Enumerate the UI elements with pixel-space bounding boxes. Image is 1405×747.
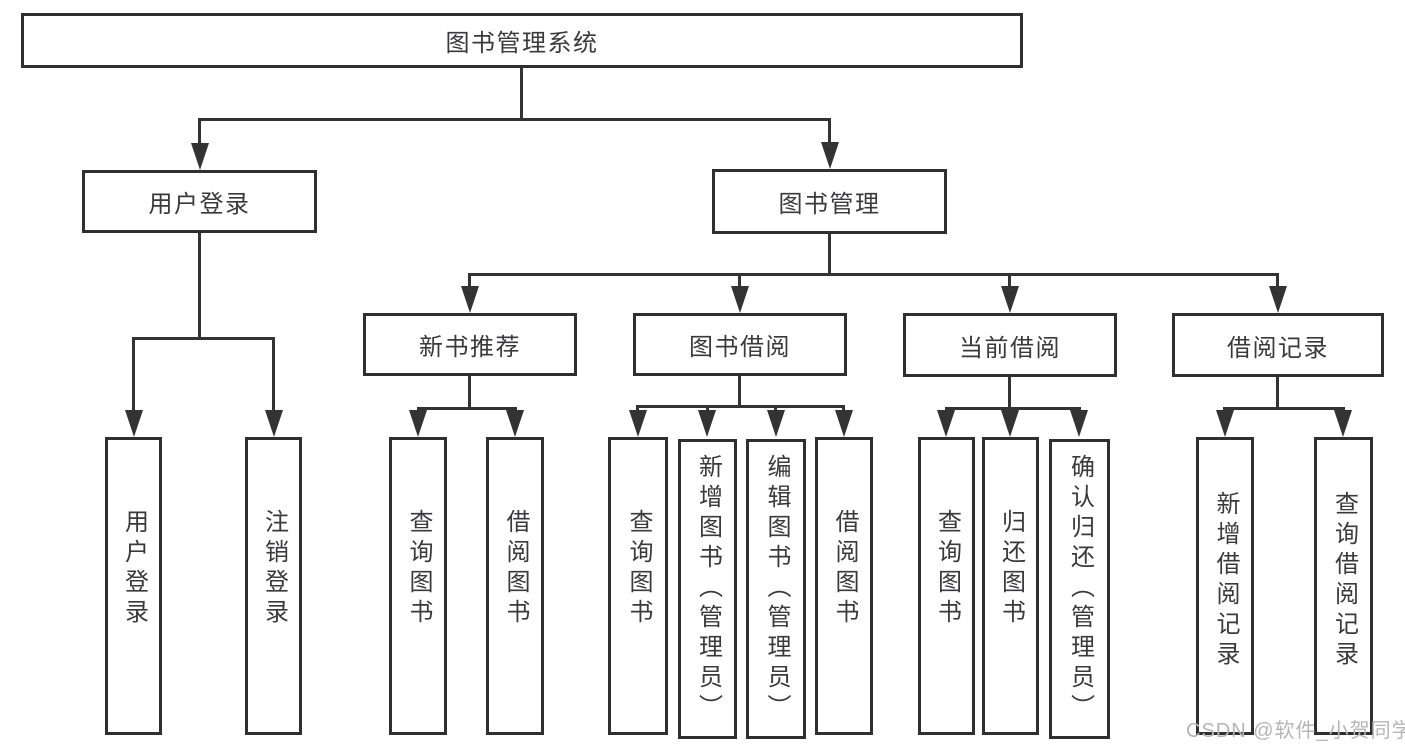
connector-vline [828, 234, 831, 276]
node-book-management: 图书管理 [712, 169, 947, 234]
arrow-down-icon [1216, 410, 1234, 437]
arrow-down-icon [1070, 410, 1088, 437]
leaf-query-borrow-record: 查询借阅记录 [1314, 437, 1373, 735]
leaf-add-book-admin: 新增图书（管理员） [678, 439, 737, 739]
arrow-down-icon [821, 142, 839, 169]
node-book-borrowing: 图书借阅 [633, 313, 847, 376]
leaf-logout: 注销登录 [245, 437, 302, 735]
connector-vline [1008, 273, 1011, 289]
leaf-user-login: 用户登录 [105, 437, 162, 735]
connector-vline [468, 376, 471, 409]
connector-vline [520, 68, 523, 118]
connector-vline [842, 405, 845, 413]
arrow-down-icon [767, 410, 785, 437]
node-current-borrowing: 当前借阅 [903, 313, 1117, 377]
connector-vline [468, 273, 471, 289]
csdn-watermark: CSDN @软件_小贺同学 [1186, 720, 1405, 742]
connector-vline [1008, 377, 1011, 407]
node-user-login: 用户登录 [82, 170, 317, 233]
leaf-add-borrow-record: 新增借阅记录 [1196, 437, 1254, 735]
leaf-query-book-recommend: 查询图书 [389, 437, 447, 735]
leaf-label: 确认归还（管理员） [1066, 454, 1094, 724]
connector-vline [738, 376, 741, 407]
leaf-label: 查询图书 [405, 509, 432, 629]
node-borrowing-records: 借阅记录 [1172, 313, 1384, 377]
node-label: 当前借阅 [959, 334, 1061, 362]
arrow-down-icon [1001, 410, 1019, 437]
leaf-edit-book-admin: 编辑图书（管理员） [746, 439, 806, 739]
connector-vline [272, 337, 275, 411]
leaf-label: 编辑图书（管理员） [763, 454, 790, 724]
arrow-down-icon [937, 410, 955, 437]
connector-hline [198, 118, 831, 121]
node-book-management-system: 图书管理系统 [21, 13, 1023, 68]
connector-vline [132, 337, 135, 411]
arrow-down-icon [461, 286, 479, 313]
connector-vline [636, 405, 639, 413]
arrow-down-icon [265, 410, 283, 437]
leaf-return-book: 归还图书 [982, 437, 1039, 735]
connector-vline [706, 405, 709, 413]
connector-vline [198, 233, 201, 340]
arrow-down-icon [629, 410, 647, 437]
connector-hline [945, 407, 1080, 410]
arrow-down-icon [125, 410, 143, 437]
connector-vline [828, 118, 831, 146]
connector-vline [1276, 377, 1279, 407]
leaf-label: 用户登录 [120, 509, 148, 629]
connector-hline [417, 407, 517, 410]
connector-vline [198, 118, 201, 146]
arrow-down-icon [409, 410, 427, 437]
node-label: 图书借阅 [689, 334, 791, 361]
arrow-down-icon [1269, 286, 1287, 313]
arrow-down-icon [191, 143, 209, 170]
node-label: 图书管理系统 [445, 30, 599, 57]
leaf-label: 查询图书 [933, 509, 961, 629]
connector-hline [636, 405, 845, 408]
arrow-down-icon [698, 410, 716, 437]
leaf-label: 新增借阅记录 [1212, 491, 1239, 671]
connector-hline [1223, 407, 1344, 410]
arrow-down-icon [731, 286, 749, 313]
node-label: 新书推荐 [419, 334, 521, 361]
arrow-down-icon [506, 410, 524, 437]
leaf-borrow-book: 借阅图书 [815, 437, 873, 735]
node-label: 借阅记录 [1227, 334, 1329, 362]
leaf-label: 查询借阅记录 [1330, 491, 1358, 671]
leaf-borrow-book-recommend: 借阅图书 [486, 437, 544, 735]
connector-vline [1276, 273, 1279, 289]
connector-hline [469, 273, 1279, 276]
arrow-down-icon [835, 410, 853, 437]
arrow-down-icon [1001, 286, 1019, 313]
leaf-confirm-return-admin: 确认归还（管理员） [1049, 439, 1110, 739]
leaf-label: 归还图书 [997, 509, 1025, 629]
node-label: 图书管理 [778, 191, 881, 218]
connector-hline [132, 337, 275, 340]
leaf-label: 新增图书（管理员） [694, 454, 722, 724]
node-new-book-recommend: 新书推荐 [363, 313, 577, 376]
connector-vline [774, 405, 777, 413]
connector-vline [738, 273, 741, 289]
leaf-label: 借阅图书 [502, 509, 529, 629]
leaf-query-book-borrowing: 查询图书 [608, 437, 668, 735]
leaf-label: 借阅图书 [831, 509, 858, 629]
arrow-down-icon [1334, 410, 1352, 437]
leaf-label: 查询图书 [625, 509, 652, 629]
leaf-label: 注销登录 [260, 509, 288, 629]
leaf-query-book-current: 查询图书 [918, 437, 975, 735]
node-label: 用户登录 [148, 191, 251, 218]
